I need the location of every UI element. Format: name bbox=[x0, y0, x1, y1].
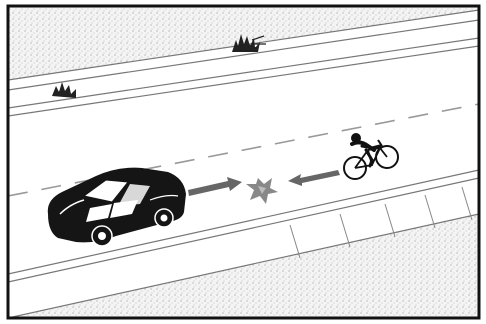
upper-sidewalk bbox=[8, 10, 479, 108]
arrow-left-icon bbox=[288, 170, 340, 186]
curb-lines bbox=[8, 9, 479, 318]
lower-sidewalk bbox=[8, 178, 479, 318]
bicycle-rear-wheel bbox=[343, 156, 367, 180]
impact-burst-icon bbox=[246, 178, 278, 204]
arrow-right-icon bbox=[188, 177, 242, 196]
sidewalk-joints bbox=[289, 186, 473, 259]
car-rear-window bbox=[118, 184, 150, 206]
diagram-frame bbox=[6, 4, 481, 320]
cyclist-icon bbox=[343, 133, 399, 180]
car-side-window bbox=[86, 204, 112, 222]
car-windshield bbox=[82, 179, 129, 203]
bush-icon bbox=[52, 34, 266, 98]
car-icon bbox=[47, 167, 187, 247]
